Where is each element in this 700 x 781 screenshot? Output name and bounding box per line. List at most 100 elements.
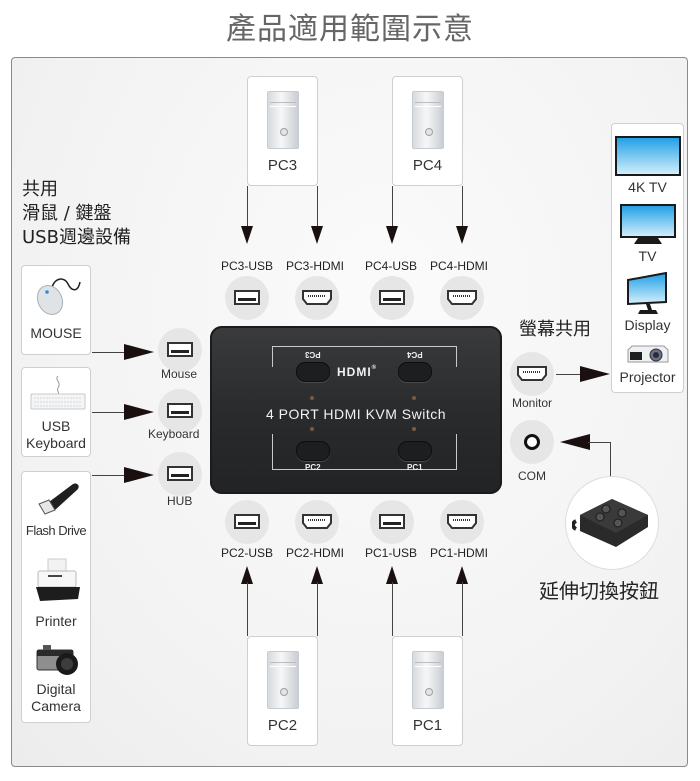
- usb-devices-card: Flash Drive Printer Digital Camera: [21, 471, 91, 723]
- hdmi-port: [295, 276, 339, 320]
- port-label-pc2-hdmi: PC2-HDMI: [286, 546, 345, 560]
- switch-model-label: 4 PORT HDMI KVM Switch: [265, 406, 447, 422]
- pc-tower-icon: [412, 91, 444, 149]
- hub-port-label: HUB: [167, 494, 193, 508]
- arrow-left-icon: [560, 434, 590, 450]
- page-title: 產品適用範圍示意: [226, 12, 474, 47]
- arrow-right-icon: [580, 366, 610, 382]
- led-pc4: [412, 396, 416, 400]
- keyboard-usb-port: [158, 389, 202, 433]
- mouse-port-label: Mouse: [161, 367, 198, 381]
- connector-line: [247, 582, 248, 636]
- usb-port-icon: [167, 342, 193, 357]
- projector-label: Projector: [619, 369, 676, 385]
- pc4-card: PC4: [392, 76, 463, 186]
- usb-port-icon: [234, 290, 260, 305]
- arrow-down-icon: [241, 226, 253, 244]
- hdmi-port: [440, 276, 484, 320]
- connector-line: [92, 475, 126, 476]
- arrow-down-icon: [386, 226, 398, 244]
- 4k-tv-icon: [615, 136, 681, 176]
- led-pc2: [310, 427, 314, 431]
- port-label-pc2-usb: PC2-USB: [221, 546, 274, 560]
- usb-port-icon: [167, 403, 193, 418]
- connector-line: [317, 582, 318, 636]
- connector-line: [92, 412, 126, 413]
- 4k-tv-label: 4K TV: [628, 179, 667, 195]
- keyboard-icon: [30, 375, 86, 410]
- display-label: Display: [624, 317, 671, 333]
- mouse-card: MOUSE: [21, 265, 91, 355]
- tv-label: TV: [638, 248, 657, 264]
- heading-line-2: 滑鼠 / 鍵盤: [22, 203, 112, 224]
- keyboard-label: USB Keyboard: [22, 418, 90, 452]
- port-label-pc1-hdmi: PC1-HDMI: [430, 546, 489, 560]
- arrow-up-icon: [241, 566, 253, 584]
- remote-switch-circle: [565, 476, 659, 570]
- arrow-up-icon: [456, 566, 468, 584]
- connector-line: [462, 186, 463, 236]
- camera-label: Digital Camera: [22, 681, 90, 715]
- arrow-down-icon: [456, 226, 468, 244]
- remote-button-icon[interactable]: [572, 491, 652, 551]
- hdmi-port-icon: [447, 290, 477, 305]
- heading-line-3: USB週邊設備: [22, 227, 131, 248]
- mouse-icon: [36, 278, 81, 316]
- usb-sharing-heading: 共用 滑鼠 / 鍵盤 USB週邊設備: [22, 178, 131, 250]
- arrow-up-icon: [386, 566, 398, 584]
- keyboard-port-label: Keyboard: [148, 427, 200, 441]
- com-port-label: COM: [518, 469, 546, 483]
- mouse-label: MOUSE: [30, 325, 82, 341]
- connector-line: [556, 374, 582, 375]
- hdmi-port-icon: [517, 366, 547, 381]
- pc3-card: PC3: [247, 76, 318, 186]
- pc4-label: PC4: [412, 157, 443, 174]
- switch-button-label-pc4: PC4: [407, 350, 423, 359]
- switch-button-pc3[interactable]: [296, 362, 330, 382]
- switch-button-label-pc1: PC1: [407, 463, 423, 472]
- port-label-pc1-usb: PC1-USB: [365, 546, 418, 560]
- connector-line: [317, 186, 318, 236]
- arrow-right-icon: [124, 404, 154, 420]
- hdmi-port-icon: [302, 290, 332, 305]
- printer-label: Printer: [35, 613, 77, 629]
- connector-line: [92, 352, 126, 353]
- flash-drive-label: Flash Drive: [25, 523, 87, 538]
- connector-line: [462, 582, 463, 636]
- connector-line: [610, 442, 611, 478]
- hdmi-port-icon: [302, 514, 332, 529]
- keyboard-card: USB Keyboard: [21, 367, 91, 457]
- keyboard-label-line-2: Keyboard: [26, 435, 86, 451]
- hdmi-port-icon: [447, 514, 477, 529]
- pc-tower-icon: [267, 651, 299, 709]
- hdmi-logo: HDMI®: [337, 365, 377, 379]
- pc2-card: PC2: [247, 636, 318, 746]
- led-pc3: [310, 396, 314, 400]
- remote-caption: 延伸切換按鈕: [539, 579, 659, 603]
- arrow-right-icon: [124, 344, 154, 360]
- pc3-label: PC3: [267, 157, 298, 174]
- port-label-pc4-hdmi: PC4-HDMI: [430, 259, 489, 273]
- connector-line: [247, 186, 248, 236]
- display-monitor-icon: [627, 272, 667, 314]
- switch-button-pc2[interactable]: [296, 441, 330, 461]
- heading-line-1: 共用: [22, 179, 58, 200]
- usb-port: [225, 276, 269, 320]
- panel-frame-bottom: [272, 434, 457, 470]
- camera-label-line-1: Digital: [36, 681, 76, 697]
- port-label-pc4-usb: PC4-USB: [365, 259, 418, 273]
- arrow-down-icon: [311, 226, 323, 244]
- kvm-switch-device: PC3 PC4 HDMI® 4 PORT HDMI KVM Switch PC2…: [210, 326, 502, 494]
- flash-drive-icon: [38, 483, 79, 515]
- port-label-pc3-usb: PC3-USB: [221, 259, 274, 273]
- hdmi-port: [440, 500, 484, 544]
- usb-port-icon: [234, 514, 260, 529]
- usb-port: [370, 500, 414, 544]
- arrow-up-icon: [311, 566, 323, 584]
- switch-button-pc1[interactable]: [398, 441, 432, 461]
- switch-button-pc4[interactable]: [398, 362, 432, 382]
- monitor-port-label: Monitor: [512, 396, 553, 410]
- pc-tower-icon: [412, 651, 444, 709]
- camera-label-line-2: Camera: [31, 698, 81, 714]
- usb-port-icon: [379, 514, 405, 529]
